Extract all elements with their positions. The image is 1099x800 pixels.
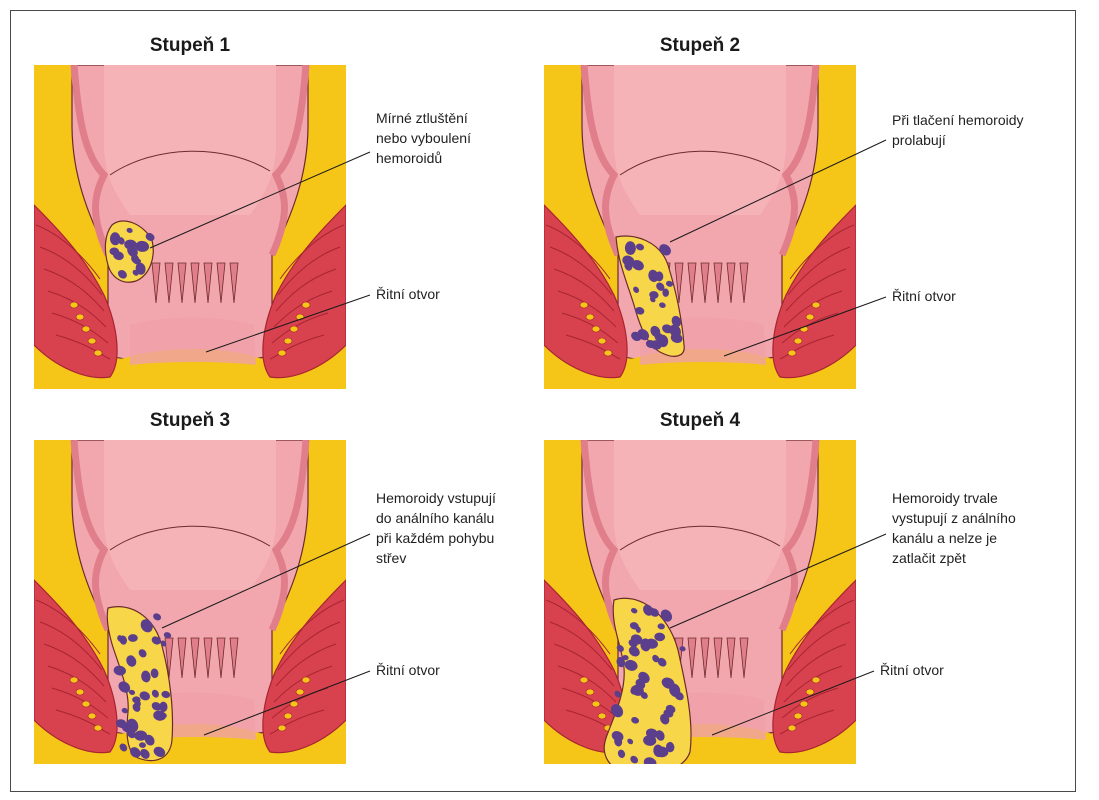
- anus-caption-grade-3: Řitní otvor: [376, 662, 440, 678]
- caption-line: při každém pohybu: [376, 530, 495, 546]
- hemorrhoid-caption-grade-2: Při tlačení hemoroidy prolabují: [892, 110, 1024, 150]
- anatomy-illustration-grade-4: [544, 440, 856, 764]
- hemorrhoid-mass: [615, 235, 685, 357]
- panel-title-grade-3: Stupeň 3: [149, 410, 231, 431]
- anatomy-illustration-grade-3: [34, 440, 346, 764]
- panel-title-grade-4: Stupeň 4: [659, 410, 741, 431]
- caption-line: kanálu a nelze je: [892, 530, 998, 546]
- panel-title-grade-2: Stupeň 2: [659, 35, 741, 56]
- figure-frame: [10, 10, 1076, 792]
- hemorrhoid-caption-grade-3: Hemoroidy vstupují do análního kanálu př…: [376, 488, 496, 568]
- caption-line: Při tlačení hemoroidy: [892, 112, 1024, 128]
- anatomy-drawing: [34, 65, 346, 389]
- caption-line: nebo vyboulení: [376, 130, 471, 146]
- caption-line: hemoroidů: [376, 150, 443, 166]
- caption-line: Hemoroidy vstupují: [376, 490, 496, 506]
- panel-title-grade-1: Stupeň 1: [149, 35, 231, 56]
- hemorrhoid-caption-grade-1: Mírné ztluštění nebo vyboulení hemoroidů: [376, 108, 471, 168]
- caption-line: zatlačit zpět: [892, 550, 966, 566]
- hemorrhoid-mass: [106, 606, 174, 762]
- hemorrhoid-caption-grade-4: Hemoroidy trvale vystupují z análního ka…: [892, 488, 1016, 568]
- caption-line: Hemoroidy trvale: [892, 490, 998, 506]
- anatomy-drawing: [544, 440, 856, 764]
- caption-line: prolabují: [892, 132, 946, 148]
- caption-line: Mírné ztluštění: [376, 110, 468, 126]
- caption-line: vystupují z análního: [892, 510, 1016, 526]
- anus-caption-grade-1: Řitní otvor: [376, 286, 440, 302]
- anus-caption-grade-2: Řitní otvor: [892, 288, 956, 304]
- anatomy-drawing: [34, 440, 346, 764]
- anus-caption-grade-4: Řitní otvor: [880, 662, 944, 678]
- hemorrhoid-mass: [104, 220, 155, 283]
- caption-line: střev: [376, 550, 407, 566]
- caption-line: do análního kanálu: [376, 510, 495, 526]
- anatomy-drawing: [544, 65, 856, 389]
- anatomy-illustration-grade-2: [544, 65, 856, 389]
- hemorrhoid-mass: [603, 597, 692, 764]
- anatomy-illustration-grade-1: [34, 65, 346, 389]
